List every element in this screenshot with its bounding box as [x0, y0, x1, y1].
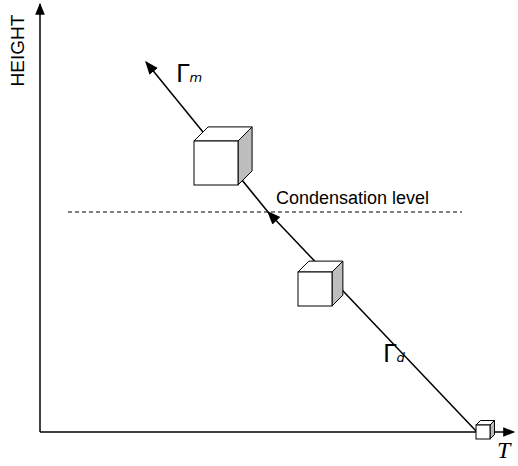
- air-parcel-cube: [298, 261, 343, 306]
- cube-top: [476, 421, 494, 425]
- dry-adiabat: [268, 212, 477, 432]
- lapse-rate-label: Γm: [176, 62, 202, 86]
- lapse-rate-label: Γd: [383, 342, 405, 366]
- air-parcel-cube: [194, 127, 252, 185]
- air-parcel-cube: [476, 421, 494, 439]
- air-parcels: [194, 127, 494, 439]
- temperature-axis: [40, 431, 514, 433]
- cube-front: [298, 272, 332, 306]
- cube-top: [194, 127, 252, 141]
- axis-title: HEIGHT: [9, 14, 28, 86]
- height-axis: [39, 4, 41, 432]
- cube-top: [298, 261, 343, 272]
- level-label: Condensation level: [276, 189, 429, 207]
- moist-adiabat: [146, 62, 268, 212]
- axis-title: T: [497, 438, 510, 462]
- cube-front: [194, 141, 238, 185]
- condensation-line: [68, 212, 462, 213]
- cube-front: [476, 425, 490, 439]
